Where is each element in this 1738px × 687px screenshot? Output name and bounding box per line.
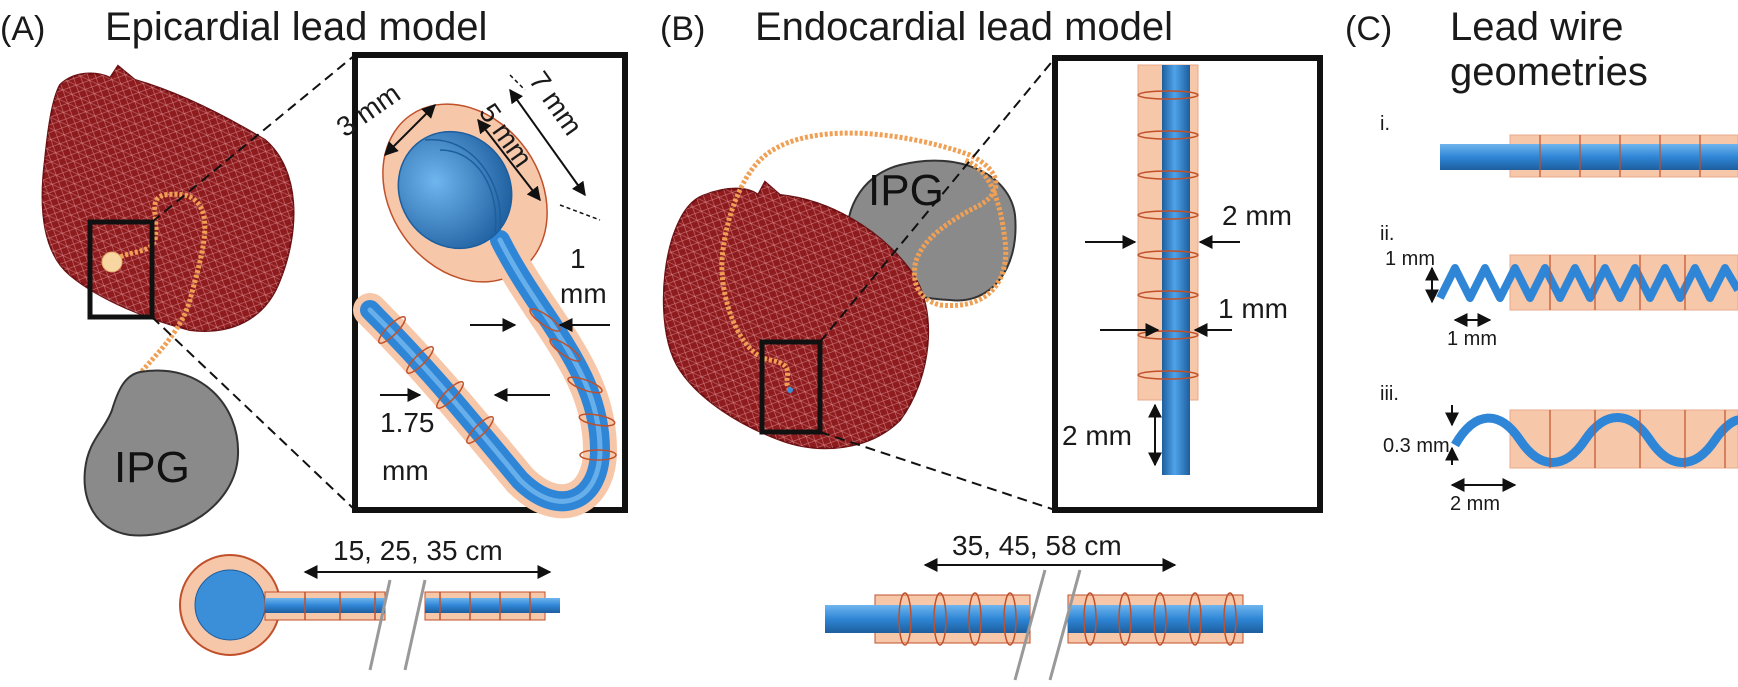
inset-b-dimensions: 2 mm 1 mm 2 mm: [1062, 200, 1292, 467]
panel-b: (B) Endocardial lead model IPG: [660, 5, 1323, 681]
dim-1mm-a: 1: [570, 243, 586, 274]
geometry-iii-height: 0.3 mm: [1383, 435, 1450, 457]
zoom-line-b-top: [819, 57, 1056, 343]
panel-a: (A) Epicardial lead model IPG: [0, 5, 628, 671]
geometry-i-label: i.: [1380, 113, 1390, 135]
heart-mesh-a: [41, 64, 295, 332]
geometry-iii: iii. 0.3 mm 2 mm: [1380, 383, 1738, 515]
dim-175-b: mm: [382, 455, 429, 486]
length-a: 15, 25, 35 cm: [333, 535, 503, 566]
ipg-b-label: IPG: [868, 166, 944, 215]
panel-c-letter: (C): [1345, 10, 1392, 48]
geometry-ii-label: ii.: [1380, 223, 1394, 245]
length-b: 35, 45, 58 cm: [952, 530, 1122, 561]
zoom-box-a: [87, 219, 155, 320]
zoom-line-a-bottom: [151, 316, 356, 511]
heart-mesh-b: [662, 180, 930, 450]
lead-schematic-a: 15, 25, 35 cm: [179, 535, 560, 671]
zoom-line-b-bottom: [819, 431, 1056, 511]
panel-c-title-line2: geometries: [1450, 50, 1648, 94]
ipg-a: [83, 369, 240, 537]
geometry-iii-pitch: 2 mm: [1450, 493, 1500, 515]
dim-2mm-pitch: 2 mm: [1062, 420, 1132, 451]
geometry-i: i.: [1380, 113, 1738, 178]
zoom-line-a-top: [151, 54, 356, 223]
dim-1mm-b: mm: [560, 278, 607, 309]
lead-schematic-b: 35, 45, 58 cm: [825, 530, 1263, 681]
panel-b-title: Endocardial lead model: [755, 5, 1173, 49]
panel-b-letter: (B): [660, 10, 705, 48]
electrode-a: [101, 251, 123, 273]
dim-175-a: 1.75: [380, 407, 435, 438]
lead-wire-a: [107, 191, 208, 421]
ipg-a-label: IPG: [114, 443, 190, 492]
inset-b-content: [1137, 64, 1199, 475]
panel-a-title: Epicardial lead model: [105, 5, 487, 49]
dim-1mm-b: 1 mm: [1218, 293, 1288, 324]
panel-c-title-line1: Lead wire: [1450, 5, 1623, 49]
panel-a-letter: (A): [0, 10, 45, 48]
geometry-ii-height: 1 mm: [1385, 248, 1435, 270]
dim-2mm-outer: 2 mm: [1222, 200, 1292, 231]
geometry-ii-pitch: 1 mm: [1447, 328, 1497, 350]
electrode-b: [787, 387, 793, 393]
geometry-ii: ii. 1 mm 1 mm: [1380, 223, 1738, 350]
lead-wire-b: [719, 130, 1009, 392]
geometry-iii-label: iii.: [1380, 383, 1399, 405]
zoom-box-b: [759, 339, 823, 435]
panel-c: (C) Lead wire geometries i. ii.: [1345, 5, 1738, 515]
